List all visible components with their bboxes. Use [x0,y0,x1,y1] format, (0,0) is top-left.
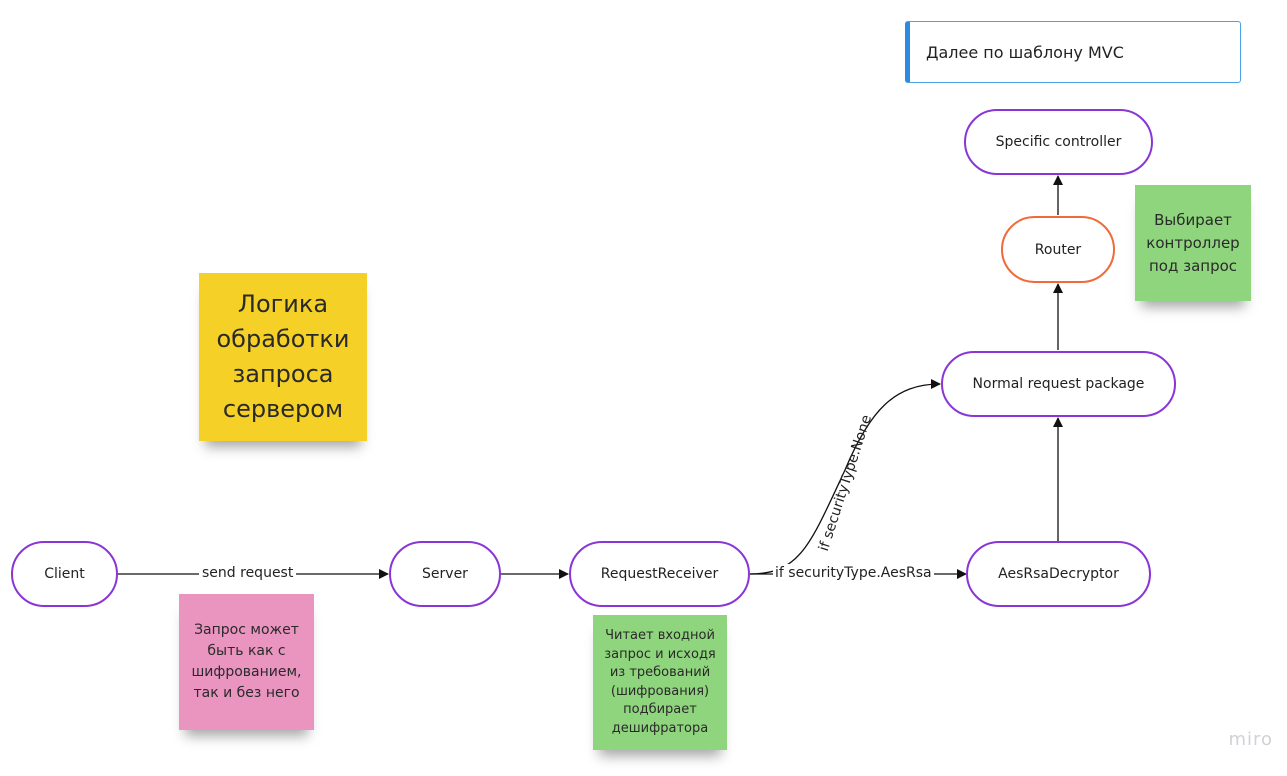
edge-label-if-aes-rsa: if securityType.AesRsa [773,564,934,582]
node-request-receiver-label: RequestReceiver [600,566,719,582]
node-specific-controller-label: Specific controller [995,134,1122,150]
node-aes-rsa-decryptor-label: AesRsaDecryptor [998,566,1119,582]
router-note-text: Выбирает контроллер под запрос [1146,210,1240,275]
client-note-sticky: Запрос может быть как с шифрованием, так… [179,594,314,730]
mvc-callout-text: Далее по шаблону MVC [926,42,1124,62]
title-sticky: Логика обработки запроса сервером [199,273,367,441]
mvc-callout: Далее по шаблону MVC [905,21,1241,83]
node-normal-request-package-label: Normal request package [972,376,1145,392]
node-router-label: Router [1034,241,1082,258]
node-normal-request-package[interactable]: Normal request package [941,351,1176,417]
miro-logo: miro [1228,729,1273,750]
router-note-sticky: Выбирает контроллер под запрос [1135,185,1251,301]
node-request-receiver[interactable]: RequestReceiver [569,541,750,607]
receiver-note-text: Читает входной запрос и исходя из требов… [604,628,716,736]
edge-label-send-request: send request [199,564,297,582]
client-note-text: Запрос может быть как с шифрованием, так… [191,622,302,701]
node-aes-rsa-decryptor[interactable]: AesRsaDecryptor [966,541,1151,607]
title-sticky-text: Логика обработки запроса сервером [216,290,350,423]
node-client-label: Client [44,566,85,582]
node-router[interactable]: Router [1001,216,1115,283]
node-specific-controller[interactable]: Specific controller [964,109,1153,175]
receiver-note-sticky: Читает входной запрос и исходя из требов… [593,615,727,750]
node-server-label: Server [422,566,468,582]
node-client[interactable]: Client [11,541,118,607]
node-server[interactable]: Server [389,541,501,607]
